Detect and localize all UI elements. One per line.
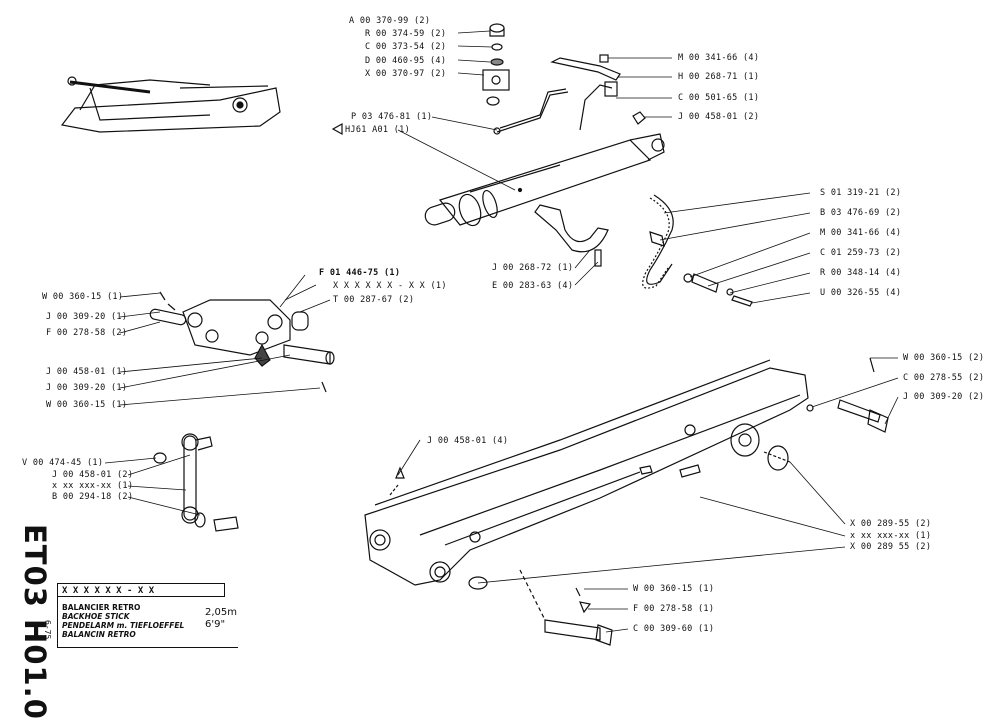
callout-rod-x: x xx xxx-xx (1) (52, 481, 134, 491)
callout-right-w: W 00 360-15 (2) (903, 353, 985, 363)
drawing-date: 6-75 (43, 620, 52, 640)
callout-hose-b: B 03 476-69 (2) (820, 208, 902, 218)
hydraulic-hose (642, 194, 753, 307)
callout-rod-v: V 00 474-45 (1) (22, 458, 104, 468)
callout-cyl-p: P 03 476-81 (1) (351, 112, 433, 122)
clamp-bracket (534, 204, 609, 267)
callout-link-j3: J 00 309-20 (1) (46, 383, 128, 393)
cylinder-fittings (482, 23, 510, 106)
bottom-pin-group (468, 569, 613, 646)
callout-link-f01: F 01 446-75 (1) (319, 268, 401, 278)
callout-top-c: C 00 501-65 (1) (678, 93, 760, 103)
assembly-marker-icon (331, 122, 343, 136)
callout-right-j: J 00 309-20 (2) (903, 392, 985, 402)
callout-top-m: M 00 341-66 (4) (678, 53, 760, 63)
connecting-rod (153, 433, 239, 532)
leader-lines (104, 30, 899, 633)
callout-bot-w: W 00 360-15 (1) (633, 584, 715, 594)
right-side-pins (763, 357, 889, 471)
callout-hose-m: M 00 341-66 (4) (820, 228, 902, 238)
callout-bot-f: F 00 278-58 (1) (633, 604, 715, 614)
backhoe-stick-body (364, 359, 809, 586)
callout-hose-c: C 01 259-73 (2) (820, 248, 902, 258)
link-plates (149, 291, 335, 367)
exploded-parts-diagram (60, 23, 899, 646)
callout-cyl-r: R 00 374-59 (2) (365, 29, 447, 39)
callout-clip-e: E 00 283-63 (4) (492, 281, 574, 291)
callout-bot-c: C 00 309-60 (1) (633, 624, 715, 634)
callout-top-j: J 00 458-01 (2) (678, 112, 760, 122)
callout-cyl-hj: HJ61 A01 (1) (345, 125, 411, 135)
callout-hose-r: R 00 348-14 (4) (820, 268, 902, 278)
callout-link-t: T 00 287-67 (2) (333, 295, 415, 305)
title-en: BACKHOE STICK (62, 612, 130, 621)
title-es: BALANCIN RETRO (62, 630, 136, 639)
circlip-icon (321, 381, 327, 393)
callout-cyl-a: A 00 370-99 (2) (349, 16, 431, 26)
callout-cyl-x: X 00 370-97 (2) (365, 69, 447, 79)
callout-link-x: X X X X X X - X X (1) (333, 281, 447, 291)
callout-right-c: C 00 278-55 (2) (903, 373, 985, 383)
title-frame (57, 597, 238, 648)
callout-link-f: F 00 278-58 (2) (46, 328, 128, 338)
callout-right-xx: x xx xxx-xx (1) (850, 531, 932, 541)
title-de: PENDELARM m. TIEFLOEFFEL (62, 621, 185, 630)
part-number-box: X X X X X X - X X (57, 583, 225, 597)
callout-hose-u: U 00 326-55 (4) (820, 288, 902, 298)
callout-link-w1: W 00 360-15 (1) (42, 292, 124, 302)
callout-right-x2: X 00 289 55 (2) (850, 542, 932, 552)
callout-cyl-c: C 00 373-54 (2) (365, 42, 447, 52)
callout-link-j2: J 00 458-01 (1) (46, 367, 128, 377)
callout-stick-j: J 00 458-01 (4) (427, 436, 509, 446)
callout-link-w2: W 00 360-15 (1) (46, 400, 128, 410)
callout-cyl-d: D 00 460-95 (4) (365, 56, 447, 66)
length-imperial: 6'9" (205, 619, 226, 630)
hydraulic-cylinder (424, 133, 665, 227)
callout-hose-s: S 01 319-21 (2) (820, 188, 902, 198)
callout-clip-j: J 00 268-72 (1) (492, 263, 574, 273)
title-fr: BALANCIER RETRO (62, 603, 141, 612)
callout-rod-b: B 00 294-18 (2) (52, 492, 134, 502)
callout-link-j1: J 00 309-20 (1) (46, 312, 128, 322)
callout-right-x1: X 00 289-55 (2) (850, 519, 932, 529)
hydraulic-tubes (493, 54, 646, 135)
length-metric: 2,05m (205, 607, 238, 618)
overview-arm-thumbnail (60, 76, 281, 133)
callout-rod-j: J 00 458-01 (2) (52, 470, 134, 480)
callout-top-h: H 00 268-71 (1) (678, 72, 760, 82)
